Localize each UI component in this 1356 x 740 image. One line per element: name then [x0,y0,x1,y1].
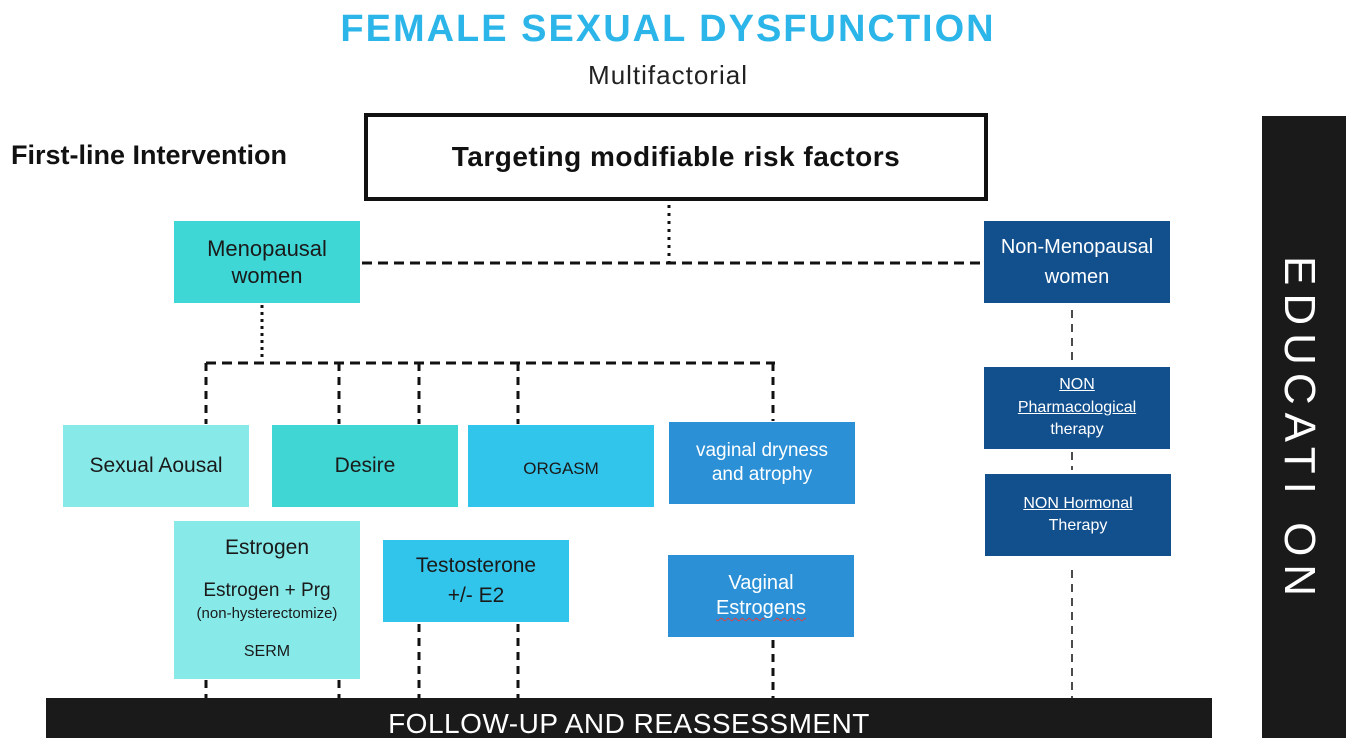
testosterone-line1: Testosterone [415,553,537,577]
sexual-arousal-label: Sexual Aousal [89,453,223,477]
menopausal-line2: women [231,263,303,288]
estrogen-line4: SERM [243,642,291,660]
desire-label: Desire [334,453,396,477]
vaginal-estrogens-line1: Vaginal [728,572,794,594]
testosterone-line2: +/- E2 [447,584,505,607]
non-menopausal-line1: Non-Menopausal [1000,236,1154,258]
diagram-title: FEMALE SEXUAL DYSFUNCTION [340,8,996,50]
menopausal-box: Menopausal women [174,221,360,303]
non-hormonal-line2: Therapy [1048,517,1108,534]
non-pharmacological-line2: Pharmacological [1017,398,1137,416]
vaginal-estrogens-box: Vaginal Estrogens [668,555,854,637]
non-hormonal-line1: NON Hormonal [1023,494,1133,512]
vaginal-dryness-box: vaginal dryness and atrophy [669,422,855,504]
follow-up-bar: FOLLOW-UP AND REASSESSMENT [46,698,1212,739]
sexual-arousal-box: Sexual Aousal [63,425,249,507]
root-label: Targeting modifiable risk factors [451,141,901,172]
testosterone-box: Testosterone +/- E2 [383,540,569,622]
menopausal-line1: Menopausal [207,235,327,261]
non-pharmacological-line3: therapy [1050,421,1104,439]
non-menopausal-box: Non-Menopausal women [984,221,1170,303]
follow-up-label: FOLLOW-UP AND REASSESSMENT [388,708,870,739]
estrogen-line1: Estrogen [224,536,310,559]
orgasm-label: ORGASM [523,459,599,479]
desire-box: Desire [272,425,458,507]
non-pharmacological-box: NON Pharmacological therapy [984,367,1170,449]
first-line-label: First-line Intervention [11,140,288,170]
vaginal-dryness-line2: and atrophy [711,464,813,485]
estrogen-box: Estrogen Estrogen + Prg (non-hysterectom… [174,521,360,679]
estrogen-line2: Estrogen + Prg [203,580,331,602]
orgasm-box: ORGASM [468,425,654,507]
diagram-subtitle: Multifactorial [588,60,748,90]
education-bar: EDUCATI ON [1262,116,1346,738]
non-pharmacological-line1: NON [1059,376,1095,394]
vaginal-dryness-line1: vaginal dryness [695,440,829,462]
non-menopausal-line2: women [1044,266,1110,288]
non-hormonal-box: NON Hormonal Therapy [985,474,1171,556]
education-label: EDUCATI ON [1275,256,1324,605]
root-box: Targeting modifiable risk factors [364,113,988,201]
vaginal-estrogens-line2: Estrogens [715,597,807,619]
estrogen-line3: (non-hysterectomize) [196,605,338,622]
